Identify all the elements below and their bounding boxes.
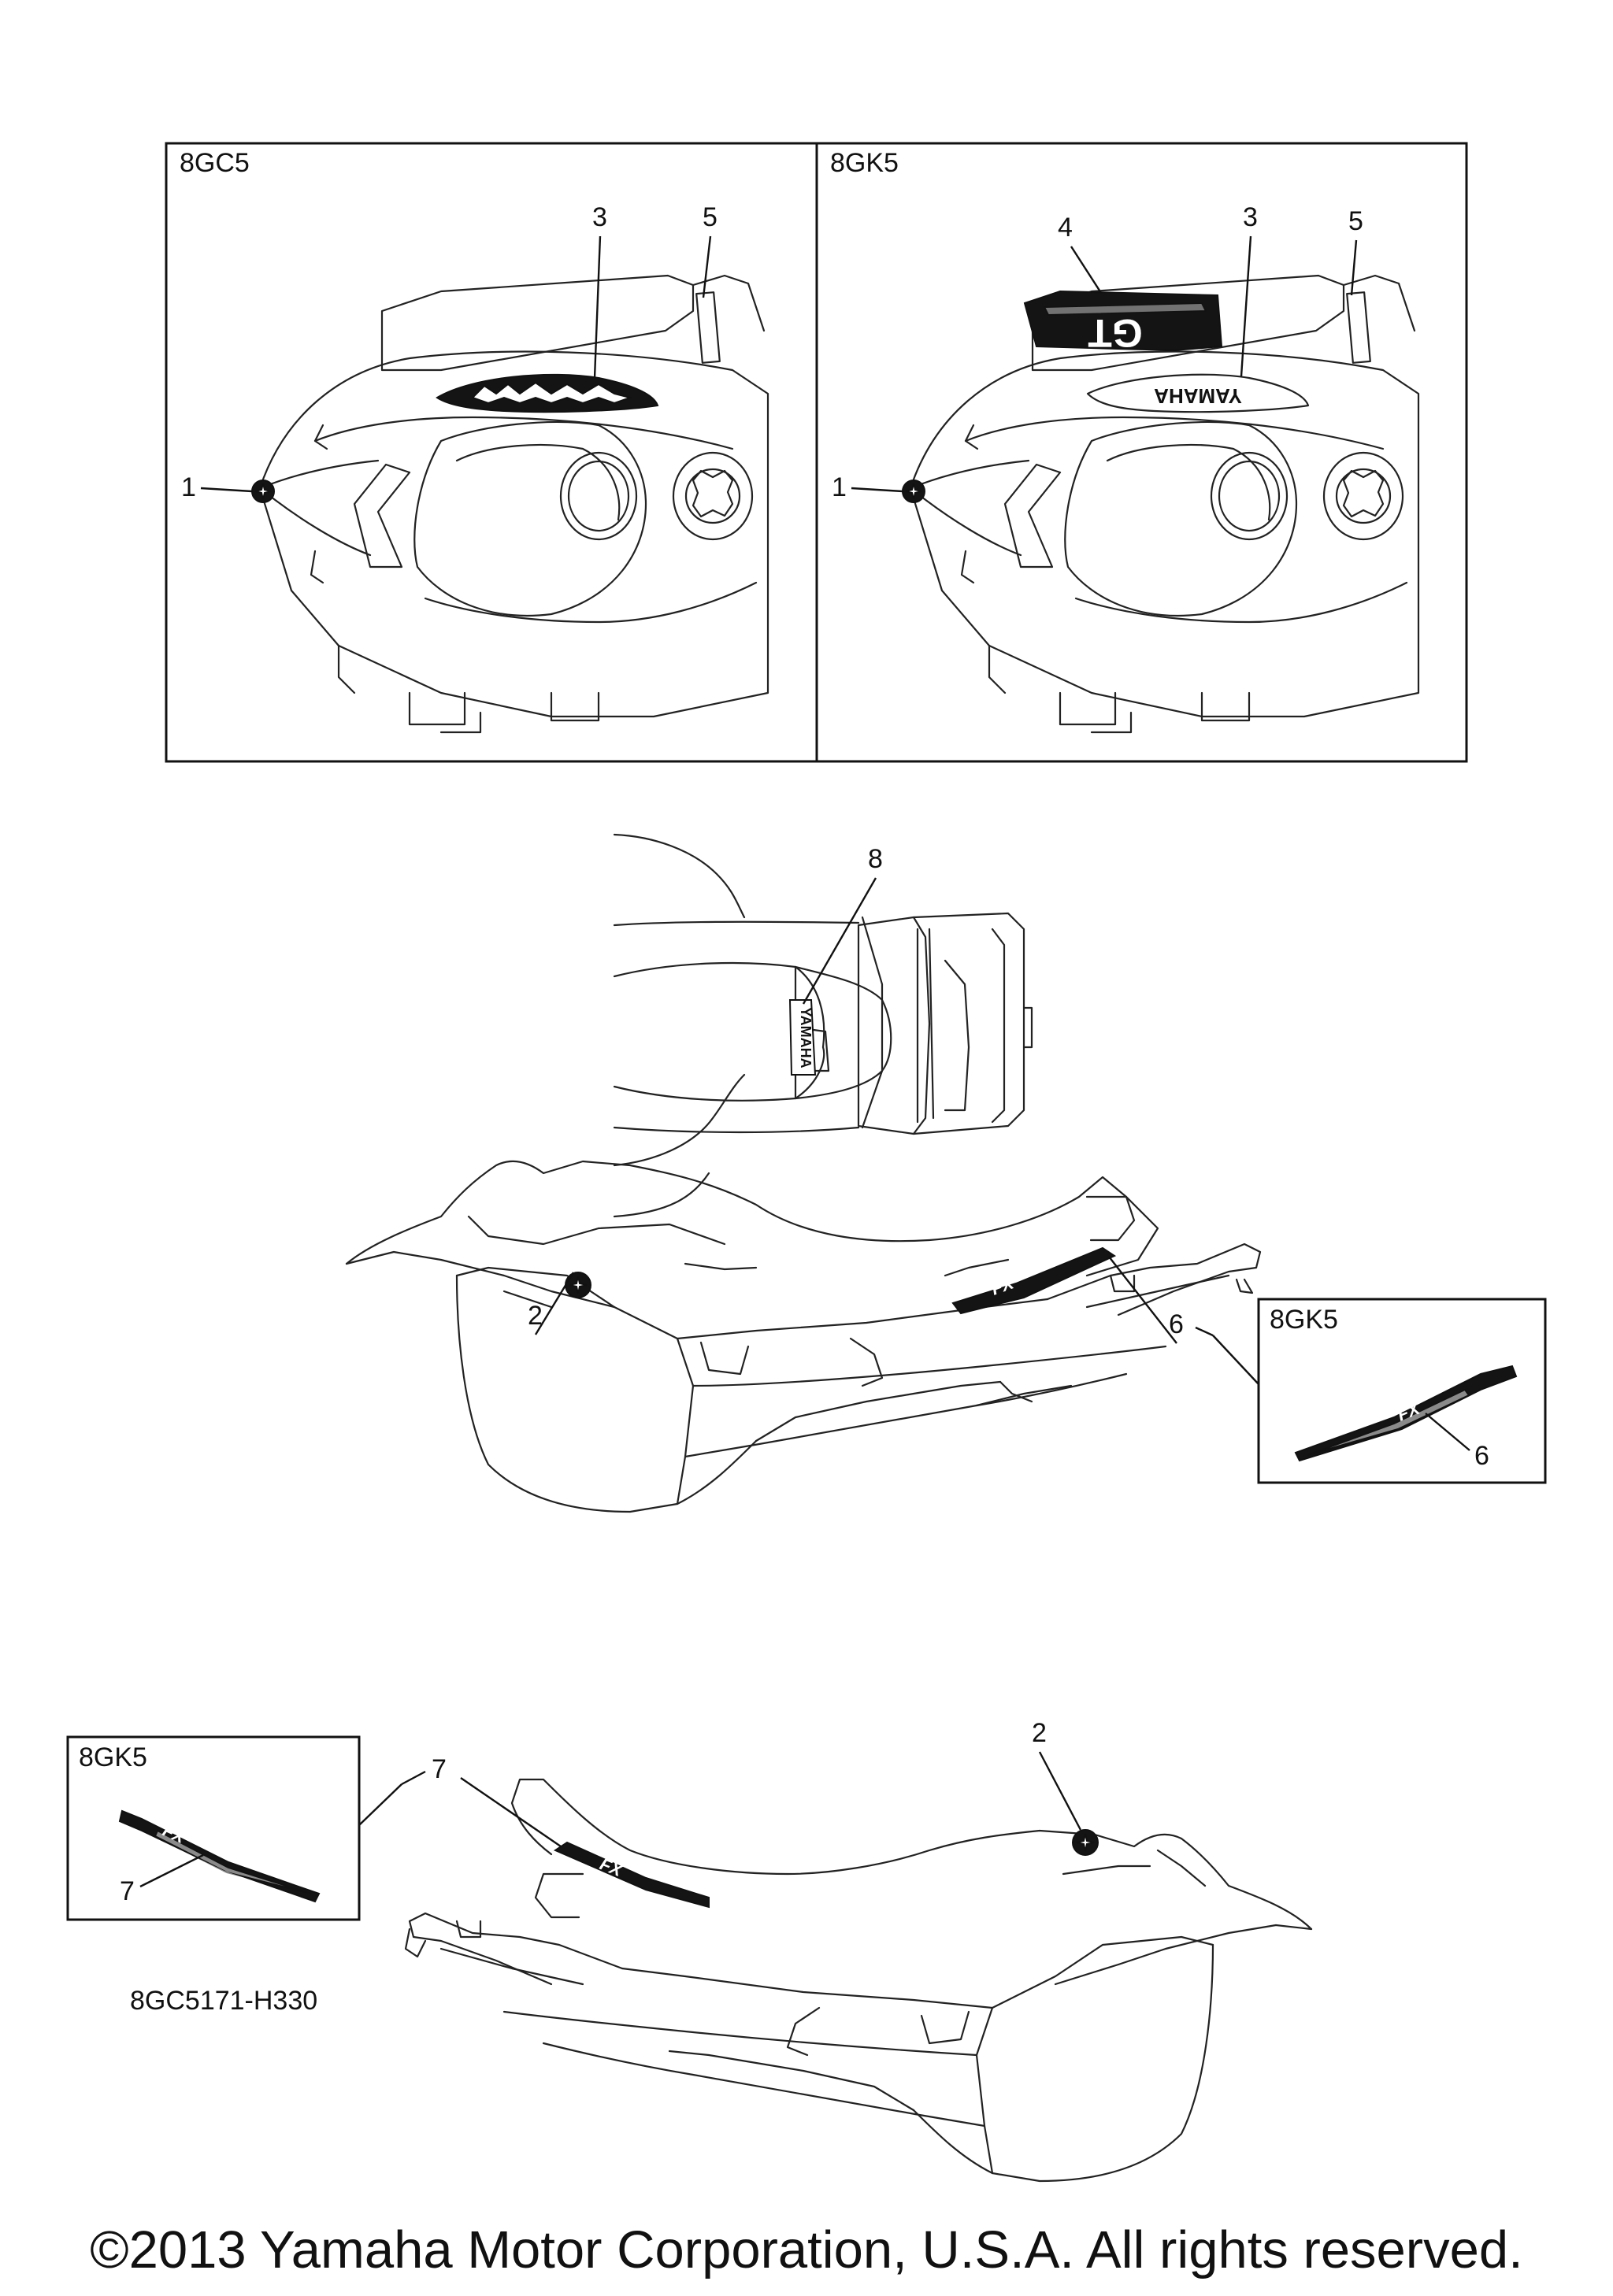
fx-decal-inset-7 — [118, 1809, 321, 1903]
yamaha-rear-decal — [788, 999, 817, 1076]
panel-model-label-8gk5: 8GK5 — [830, 148, 899, 178]
callouts-8gk5: 1 3 4 5 — [832, 202, 1363, 502]
rear-view: YAMAHA 8 — [613, 833, 1033, 1218]
panel-frame-8gc5 — [165, 142, 818, 763]
callout-6-side-right: 6 — [1169, 1309, 1184, 1339]
inset-callout-number-7: 7 — [120, 1876, 135, 1906]
inset-callout-number-6: 6 — [1474, 1441, 1489, 1471]
yamaha-decal-8gk5: YAMAHA — [1154, 384, 1242, 408]
front-view-8gk5: YAMAHA GT — [902, 274, 1420, 734]
panel-model-label-8gc5: 8GC5 — [180, 148, 250, 178]
inset-model-label-7: 8GK5 — [79, 1742, 147, 1772]
panel-frame-8gk5 — [815, 142, 1468, 763]
callout-1-8gc5: 1 — [181, 472, 196, 502]
drawing-code: 8GC5171-H330 — [130, 1986, 317, 2016]
yamaha-rear-text: YAMAHA — [798, 1007, 814, 1068]
warning-label-8gc5 — [695, 291, 721, 364]
callout-5-8gc5: 5 — [703, 202, 718, 232]
callout-3-8gk5: 3 — [1243, 202, 1258, 232]
fx-decal-inset-6 — [1294, 1365, 1518, 1462]
inset-model-label-6: 8GK5 — [1270, 1305, 1338, 1335]
side-view-right: FX 2 6 — [345, 1160, 1262, 1513]
callouts-8gc5: 1 3 5 — [181, 202, 718, 502]
inset-callout-7: 8GK5 FX 7 — [66, 1735, 361, 1921]
fx-side-decal-left — [553, 1841, 710, 1909]
fx-side-decal-right — [951, 1246, 1117, 1315]
warning-label-8gk5 — [1346, 291, 1371, 364]
gt-logo-text: GT — [1088, 311, 1142, 355]
inset-frame-7 — [66, 1735, 361, 1921]
inset-frame-6 — [1257, 1298, 1547, 1484]
callout-2-side-right: 2 — [528, 1301, 543, 1331]
front-view-8gc5 — [251, 274, 769, 734]
callout-7-side-left: 7 — [432, 1754, 447, 1784]
copyright-notice: ©2013 Yamaha Motor Corporation, U.S.A. A… — [90, 2220, 1523, 2279]
callout-5-8gk5: 5 — [1348, 206, 1363, 236]
callout-4-8gk5: 4 — [1058, 213, 1073, 243]
callout-2-side-left: 2 — [1032, 1718, 1047, 1748]
gt-decal-8gk5 — [1023, 290, 1223, 352]
callout-1-8gk5: 1 — [832, 472, 847, 502]
top-view-frames: 8GC5 8GK5 — [165, 142, 1468, 763]
side-view-left: FX 2 7 — [358, 1718, 1313, 2183]
callout-3-8gc5: 3 — [592, 202, 607, 232]
inset-callout-6: 8GK5 FX 6 — [1257, 1298, 1547, 1484]
callout-8: 8 — [868, 844, 883, 874]
